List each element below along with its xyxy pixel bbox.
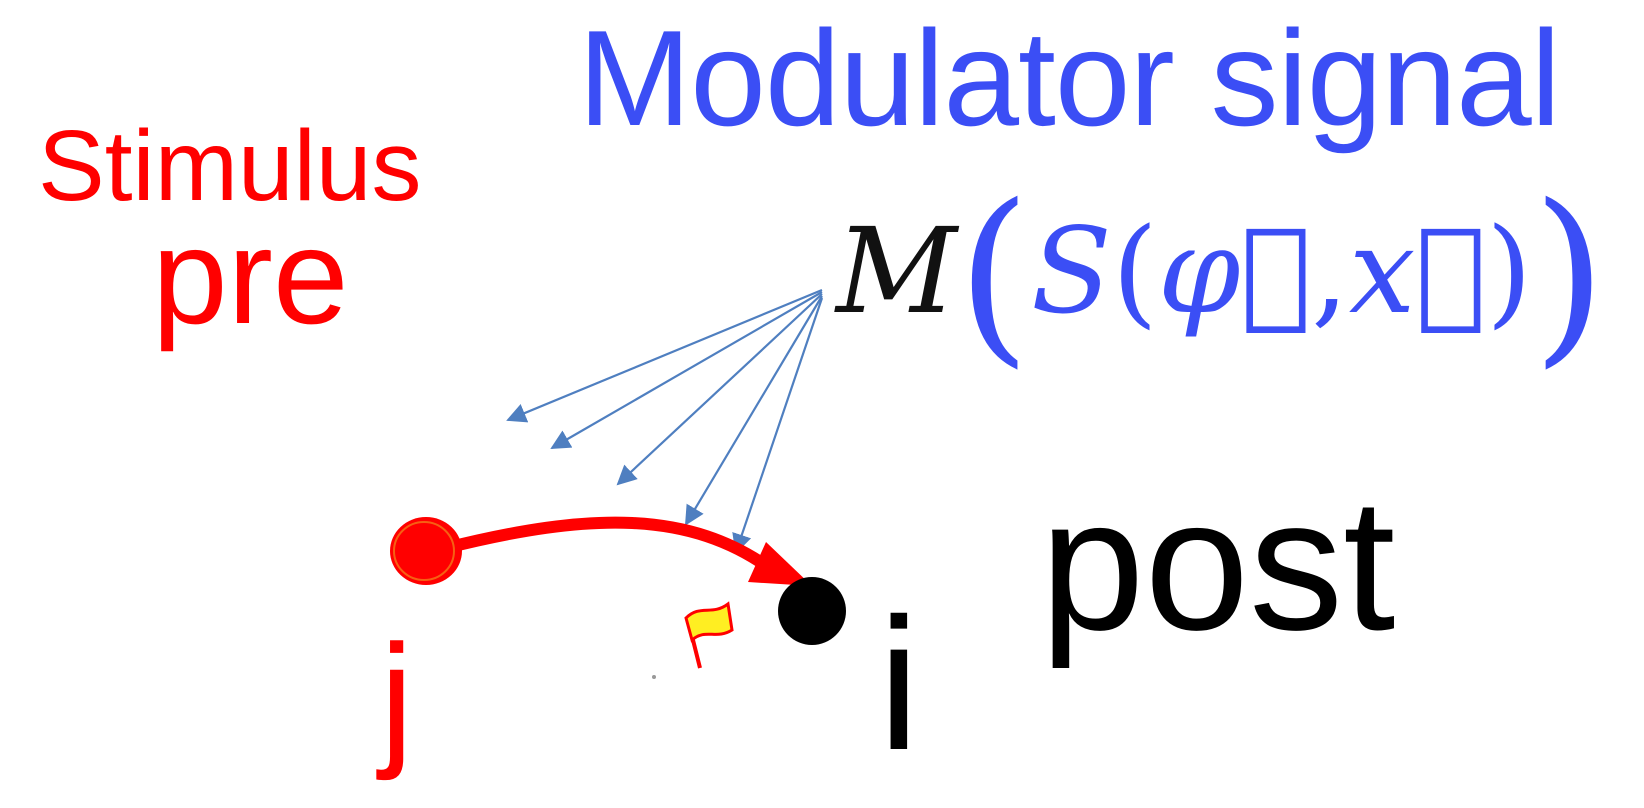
stimulus-label: Stimulus — [38, 110, 422, 222]
formula-m: M — [836, 202, 957, 340]
modulator-arrow-4 — [684, 295, 823, 526]
small-dot — [652, 675, 656, 679]
flag-icon — [684, 601, 734, 669]
post-neuron — [778, 577, 846, 645]
formula-close-inner: ) — [1486, 202, 1533, 340]
post-neuron-label: i — [878, 579, 920, 789]
formula-x: x⃗ — [1348, 202, 1487, 340]
pre-neuron-rim — [393, 521, 455, 581]
modulator-arrow-3 — [616, 293, 823, 486]
modulator-arrow-1 — [506, 288, 823, 423]
modulator-arrows — [506, 288, 824, 554]
formula-close-outer: ) — [1532, 164, 1607, 385]
pre-label: pre — [152, 200, 349, 352]
formula-comma: , — [1311, 202, 1349, 340]
modulator-title: Modulator signal — [578, 2, 1561, 154]
pre-neuron-label: j — [380, 613, 414, 781]
modulator-arrow-5 — [732, 297, 824, 554]
modulator-formula: M(S(φ⃗,x⃗)) — [836, 180, 1606, 370]
synapse-arrowhead — [748, 542, 812, 586]
synapse-arrow — [440, 516, 778, 576]
pre-neuron — [390, 517, 462, 585]
formula-phi: φ⃗ — [1157, 202, 1312, 340]
modulator-arrow-2 — [550, 291, 823, 449]
post-label: post — [1040, 459, 1396, 669]
formula-s: S — [1030, 202, 1112, 340]
formula-open-outer: ( — [956, 164, 1031, 385]
formula-open-inner: ( — [1111, 202, 1158, 340]
